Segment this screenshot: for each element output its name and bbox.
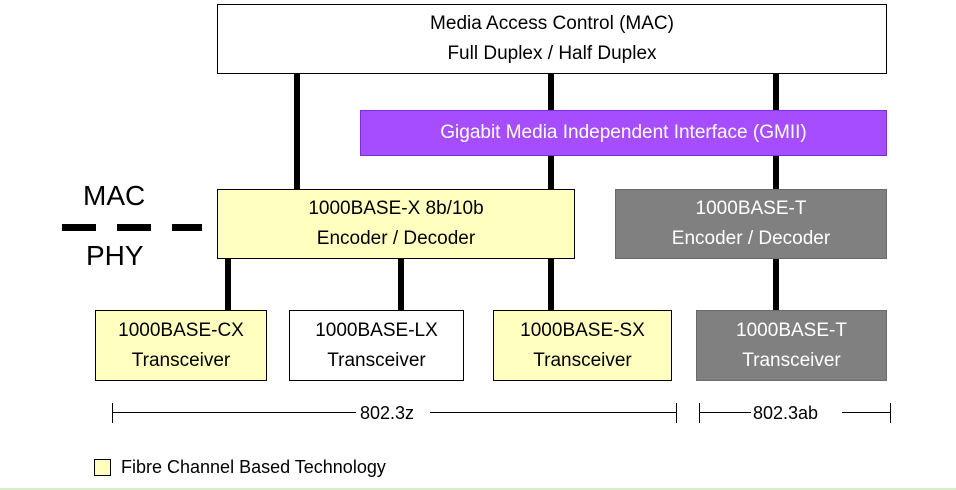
- x-encoder-line1: 1000BASE-X 8b/10b: [308, 198, 484, 219]
- bottom-divider: [0, 488, 956, 490]
- standard-802-3z-bracket-right-line: [430, 412, 677, 413]
- mac-box: Media Access Control (MAC) Full Duplex /…: [217, 4, 887, 74]
- standard-802-3ab-bracket-right-tick: [890, 403, 891, 423]
- t-transceiver-line2: Transceiver: [742, 349, 841, 371]
- standard-802-3z-bracket-right-tick: [676, 403, 677, 423]
- mac-phy-boundary-dash: [117, 224, 151, 231]
- x-encoder-box: 1000BASE-X 8b/10b Encoder / Decoder: [217, 189, 575, 259]
- gmii-box-label: Gigabit Media Independent Interface (GMI…: [440, 122, 807, 143]
- cx-transceiver-box: 1000BASE-CX Transceiver: [95, 310, 267, 381]
- phy-layer-label: PHY: [86, 240, 144, 271]
- sx-transceiver-line1: 1000BASE-SX: [520, 319, 645, 341]
- gmii-to-x-encoder-connector: [548, 156, 554, 190]
- mac-to-x-encoder-connector: [294, 74, 300, 190]
- mac-box-line1: Media Access Control (MAC): [430, 13, 674, 34]
- cx-transceiver-line1: 1000BASE-CX: [118, 319, 244, 341]
- t-encoder-box: 1000BASE-T Encoder / Decoder: [615, 189, 887, 259]
- mac-phy-boundary-dash: [62, 224, 96, 231]
- t-transceiver-line1: 1000BASE-T: [736, 319, 847, 341]
- mac-to-gmii-connector-right: [773, 74, 779, 110]
- gmii-box: Gigabit Media Independent Interface (GMI…: [360, 110, 887, 156]
- gmii-to-t-encoder-connector: [773, 156, 779, 190]
- mac-phy-boundary-dash: [172, 224, 202, 231]
- sx-transceiver-box: 1000BASE-SX Transceiver: [493, 310, 672, 381]
- mac-to-gmii-connector-mid: [548, 74, 554, 110]
- x-encoder-to-sx-connector: [548, 258, 554, 310]
- t-transceiver-box: 1000BASE-T Transceiver: [696, 310, 887, 381]
- standard-802-3ab-label: 802.3ab: [753, 403, 819, 423]
- lx-transceiver-box: 1000BASE-LX Transceiver: [289, 310, 464, 381]
- t-encoder-to-t-connector: [773, 258, 779, 310]
- t-encoder-line2: Encoder / Decoder: [671, 228, 831, 249]
- x-encoder-line2: Encoder / Decoder: [316, 228, 476, 249]
- mac-layer-label: MAC: [83, 180, 146, 211]
- x-encoder-to-lx-connector: [398, 258, 404, 310]
- lx-transceiver-line1: 1000BASE-LX: [315, 319, 438, 341]
- standard-802-3ab-bracket-left-line: [699, 412, 751, 413]
- mac-box-line2: Full Duplex / Half Duplex: [447, 43, 657, 64]
- t-encoder-line1: 1000BASE-T: [695, 198, 807, 219]
- legend: Fibre Channel Based Technology: [94, 455, 386, 479]
- lx-transceiver-line2: Transceiver: [327, 349, 426, 371]
- cx-transceiver-line2: Transceiver: [131, 349, 231, 371]
- x-encoder-to-cx-connector: [225, 258, 231, 310]
- standard-802-3z-label: 802.3z: [360, 403, 415, 423]
- standard-802-3z-bracket-left-tick: [112, 403, 113, 423]
- sx-transceiver-line2: Transceiver: [533, 349, 632, 371]
- standard-802-3z-bracket-left-line: [112, 412, 356, 413]
- standard-802-3ab-bracket-right-line: [842, 412, 891, 413]
- legend-label: Fibre Channel Based Technology: [121, 456, 386, 477]
- standard-802-3ab-bracket-left-tick: [699, 403, 700, 423]
- fibre-channel-legend-swatch: [94, 458, 111, 476]
